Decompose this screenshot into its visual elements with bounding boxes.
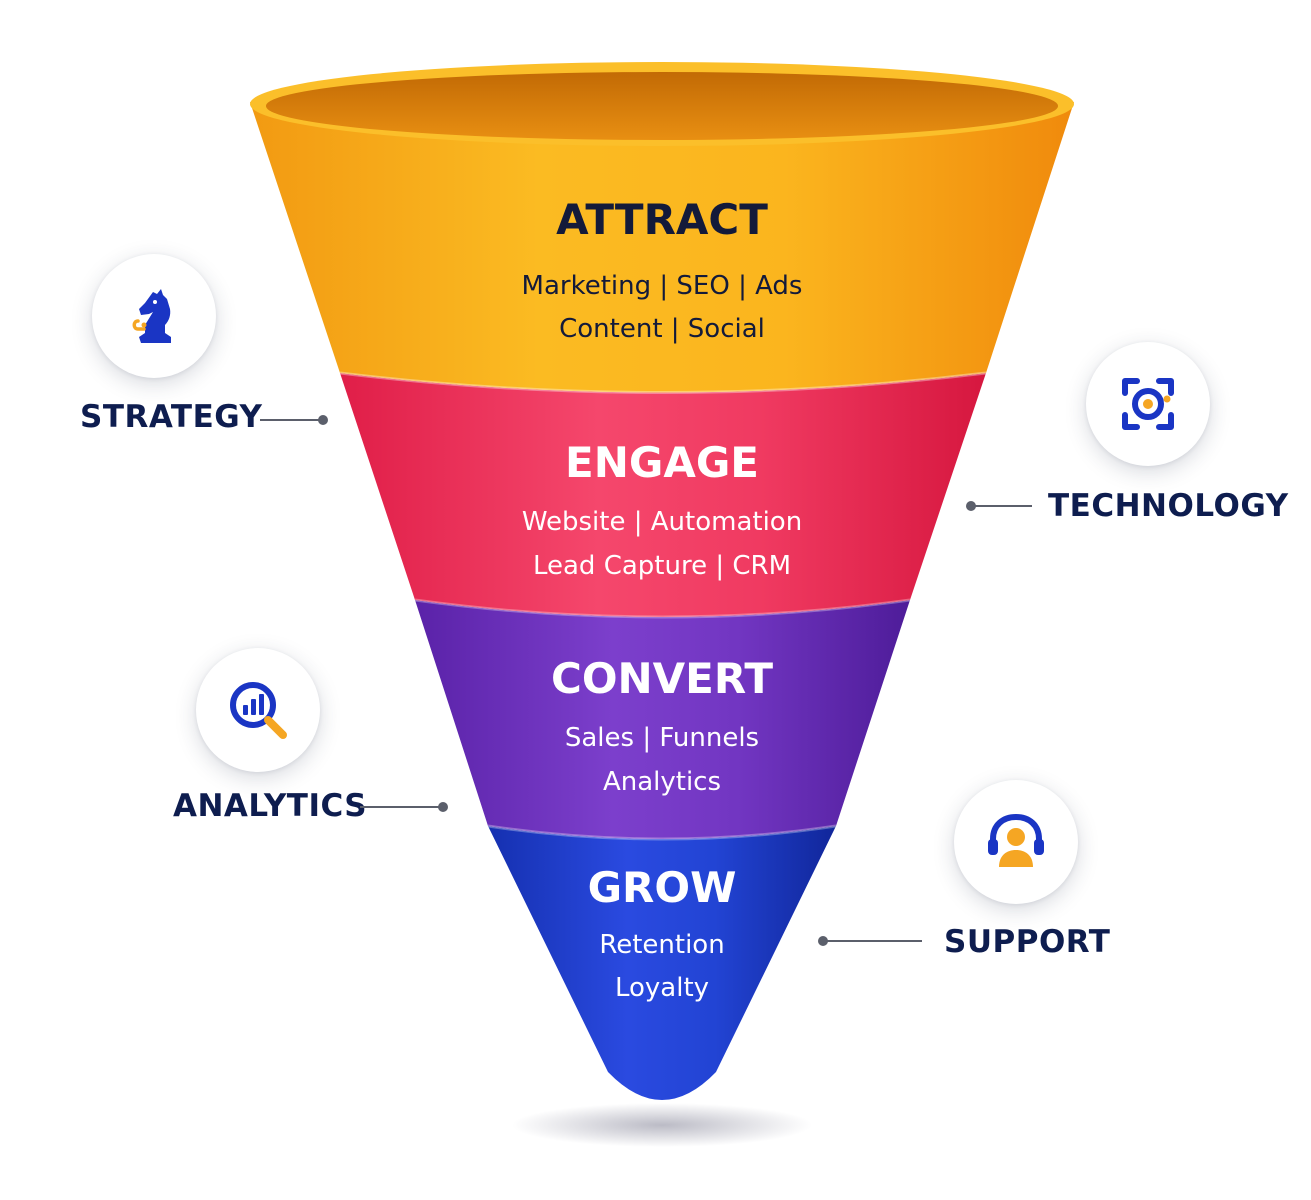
side-label-technology: TECHNOLOGY <box>1048 488 1289 524</box>
stage-title-engage: ENGAGE <box>565 438 759 487</box>
strategy-icon-badge <box>92 254 216 378</box>
stage-title-convert: CONVERT <box>551 654 773 703</box>
analytics-icon-badge <box>196 648 320 772</box>
side-label-strategy: STRATEGY <box>80 399 263 435</box>
stage-line-engage-2: Lead Capture | CRM <box>533 551 791 581</box>
strategy-connector <box>260 419 322 421</box>
separator-line <box>414 598 911 619</box>
technology-connector-dot <box>966 501 976 511</box>
funnel-segment-convert <box>415 600 910 839</box>
analytics-connector <box>360 806 442 808</box>
technology-icon-badge <box>1086 342 1210 466</box>
technology-connector <box>972 505 1032 507</box>
support-icon-badge <box>954 780 1078 904</box>
side-label-support: SUPPORT <box>944 924 1111 960</box>
stage-title-attract: ATTRACT <box>556 195 768 244</box>
funnel-rim-inner <box>266 72 1058 140</box>
stage-line-attract-2: Content | Social <box>559 314 765 344</box>
stage-line-grow-2: Loyalty <box>615 973 709 1003</box>
floor-shadow <box>512 1103 812 1147</box>
funnel-segment-attract <box>250 102 1074 393</box>
stage-line-grow-1: Retention <box>599 930 724 960</box>
stage-line-attract-1: Marketing | SEO | Ads <box>522 271 803 301</box>
chess-knight-icon <box>132 289 171 343</box>
integration-gear-icon <box>1122 378 1174 430</box>
separator-line <box>487 824 837 841</box>
headset-agent-icon <box>988 813 1044 867</box>
stage-title-grow: GROW <box>588 863 737 912</box>
funnel-segment-grow <box>488 826 836 1100</box>
stage-line-convert-1: Sales | Funnels <box>565 723 759 753</box>
analytics-connector-dot <box>438 802 448 812</box>
stage-line-convert-2: Analytics <box>603 767 721 797</box>
separator-line <box>339 371 987 394</box>
support-connector <box>826 940 922 942</box>
strategy-connector-dot <box>318 415 328 425</box>
side-label-analytics: ANALYTICS <box>173 788 368 824</box>
magnifier-chart-icon <box>230 682 287 739</box>
funnel-segment-engage <box>340 373 986 617</box>
stage-line-engage-1: Website | Automation <box>522 507 802 537</box>
support-connector-dot <box>818 936 828 946</box>
